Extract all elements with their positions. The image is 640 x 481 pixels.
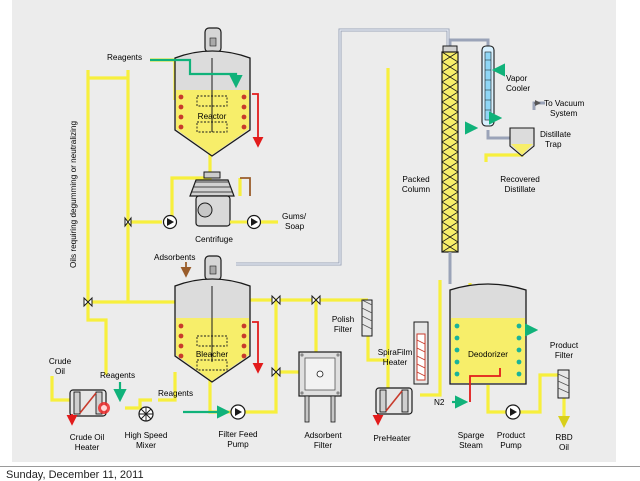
rbd-oil-label-1: RBD xyxy=(555,433,572,442)
deodorizer[interactable]: Deodorizer xyxy=(449,283,527,385)
sparge-steam-label-2: Steam xyxy=(459,441,483,450)
polish-filter-label-1: Polish xyxy=(332,315,355,324)
bleacher-heat-line xyxy=(252,321,264,374)
preheater[interactable]: PreHeater xyxy=(373,387,413,443)
valve-bleacher-out xyxy=(271,294,281,306)
valve-oil-feed xyxy=(83,296,93,308)
polish-filter[interactable]: Polish Filter xyxy=(332,299,373,337)
polish-filter-label-2: Filter xyxy=(334,325,352,334)
centrifuge-right-pump[interactable] xyxy=(246,214,262,230)
rbd-oil-label-2: Oil xyxy=(559,443,569,452)
spirafilm-heater-label-1: SpiraFilm xyxy=(378,348,413,357)
crude-oil-label-1: Crude xyxy=(49,357,72,366)
crude-oil-heater[interactable]: Crude Oil Heater xyxy=(69,389,110,452)
recovered-distillate-label-1: Recovered xyxy=(500,175,540,184)
footer-date: Sunday, December 11, 2011 xyxy=(6,469,144,481)
high-speed-mixer-label-2: Mixer xyxy=(136,441,156,450)
centrifuge-left-pump[interactable] xyxy=(162,214,178,230)
to-vacuum-label-1: To Vacuum xyxy=(544,99,585,108)
spirafilm-heater[interactable]: SpiraFilm Heater xyxy=(378,321,429,385)
product-filter-label-1: Product xyxy=(550,341,579,350)
valves[interactable] xyxy=(83,216,321,378)
distillate-trap-label-2: Trap xyxy=(545,140,562,149)
valve-centrifuge-bypass xyxy=(124,216,132,228)
vapor-cooler-label-2: Cooler xyxy=(506,84,530,93)
recovered-distillate-label-2: Distillate xyxy=(505,185,536,194)
reagents-top-label: Reagents xyxy=(107,53,142,62)
filter-feed-pump-label-1: Filter Feed xyxy=(218,430,258,439)
high-speed-mixer[interactable]: High Speed Mixer xyxy=(125,406,168,450)
bleacher-label: Bleacher xyxy=(196,350,229,359)
product-pump-label-2: Pump xyxy=(500,441,522,450)
reactor-heat-line xyxy=(252,93,264,148)
n2-label: N2 xyxy=(434,398,445,407)
gums-soap-label-2: Soap xyxy=(285,222,305,231)
centrifuge-label: Centrifuge xyxy=(195,235,233,244)
crude-oil-heater-label-2: Heater xyxy=(75,443,100,452)
high-speed-mixer-label-1: High Speed xyxy=(125,431,168,440)
reagents-mid-label: Reagents xyxy=(100,371,135,380)
reagents-low-label: Reagents xyxy=(158,389,193,398)
distillate-trap[interactable]: Distillate Trap xyxy=(509,127,571,157)
degumming-note: Oils requiring degumming or neutralizing xyxy=(69,121,78,268)
crude-oil-inlet xyxy=(50,376,70,402)
vapor-cooler[interactable]: Vapor Cooler xyxy=(481,45,530,127)
valve-filter-feed xyxy=(271,366,281,378)
reactor-label: Reactor xyxy=(198,112,227,121)
filter-feed-pump-label-2: Pump xyxy=(227,440,249,449)
vapor-cooler-label-1: Vapor xyxy=(506,74,528,83)
crude-oil-heater-label-1: Crude Oil xyxy=(70,433,105,442)
gums-soap-label-1: Gums/ xyxy=(282,212,307,221)
packed-column-label-2: Column xyxy=(402,185,431,194)
reactor-reagent-line xyxy=(150,58,243,89)
footer-divider xyxy=(0,466,640,467)
distillate-trap-label-1: Distillate xyxy=(540,130,571,139)
product-pump-label-1: Product xyxy=(497,431,526,440)
centrifuge[interactable]: Centrifuge xyxy=(189,171,235,244)
preheater-label: PreHeater xyxy=(373,434,411,443)
product-filter-label-2: Filter xyxy=(555,351,573,360)
bleacher[interactable]: Bleacher xyxy=(174,255,251,383)
adsorbent-filter-label-2: Filter xyxy=(314,441,332,450)
centrifuge-line xyxy=(240,177,251,196)
packed-column-label-1: Packed xyxy=(402,175,430,184)
valve-polish-filter xyxy=(311,294,321,306)
deodorizer-label: Deodorizer xyxy=(468,350,508,359)
spirafilm-heater-label-2: Heater xyxy=(383,358,408,367)
filter-feed-pump[interactable] xyxy=(230,404,246,420)
sparge-steam-line xyxy=(469,368,501,402)
to-vacuum-label-2: System xyxy=(550,109,577,118)
sparge-steam-label-1: Sparge xyxy=(458,431,485,440)
adsorbents-label: Adsorbents xyxy=(154,253,195,262)
adsorbent-filter-label-1: Adsorbent xyxy=(304,431,342,440)
crude-oil-label-2: Oil xyxy=(55,367,65,376)
product-pump[interactable]: Product Pump xyxy=(497,404,526,450)
adsorbent-filter[interactable]: Adsorbent Filter xyxy=(298,351,342,450)
product-filter[interactable]: Product Filter xyxy=(550,341,579,399)
